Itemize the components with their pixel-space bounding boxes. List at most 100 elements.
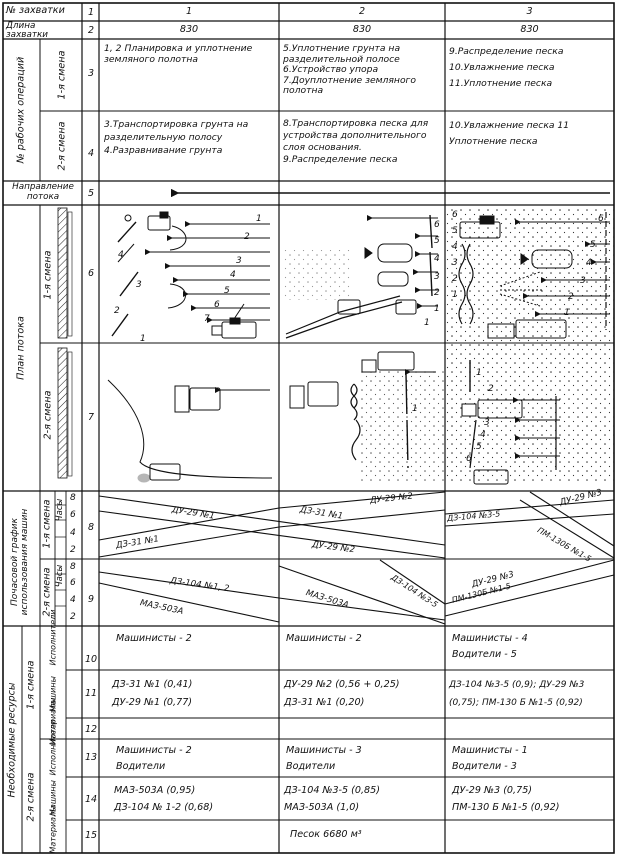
- resources-shift1-label: 1-я смена: [25, 660, 37, 710]
- row-number: 1: [87, 7, 95, 18]
- plan-number: 1: [476, 368, 482, 378]
- plan-number: 4: [452, 242, 458, 252]
- plan-number: 5: [590, 240, 596, 250]
- hour-tick: 4: [70, 528, 76, 538]
- plan-number: 2: [244, 232, 250, 242]
- ops-shift1-col3: 9.Распределение песка 10.Увлажнение песк…: [449, 46, 564, 89]
- res-s2-executors: Водители - 3: [452, 761, 517, 772]
- hour-tick: 2: [70, 612, 76, 622]
- res-s2-machine: ДУ-29 №3 (0,75): [452, 785, 533, 796]
- row-number: 7: [87, 412, 95, 423]
- plan-number: 6: [466, 454, 472, 464]
- res-s1-machine: ДЗ-31 №1 (0,20): [284, 697, 365, 708]
- res-s2-executors: Машинисты - 3: [286, 745, 362, 756]
- res-s1-executors-col2: Машинисты - 2: [286, 633, 362, 644]
- res-s2-executors: Водители: [116, 761, 166, 772]
- row-number: 5: [87, 188, 95, 199]
- row-number: 14: [84, 794, 98, 805]
- plan-number: 2: [114, 306, 120, 316]
- flow-direction-label: Направление потока: [12, 182, 74, 202]
- res-s1-executors-col1: Машинисты - 2: [116, 633, 192, 644]
- plan-number: 1: [424, 318, 430, 328]
- plan-number: 3: [580, 276, 586, 286]
- column-2-header: 2: [358, 6, 366, 17]
- plan-number: 3: [236, 256, 242, 266]
- ops-shift2-col2: 8.Транспортировка песка для устройства д…: [283, 118, 429, 165]
- worker-ops-label: № рабочих операций: [15, 56, 27, 164]
- sand-layer-texture: [360, 370, 444, 483]
- row-number: 9: [87, 594, 95, 605]
- row-number: 11: [84, 688, 98, 699]
- plan-number: 6: [434, 220, 440, 230]
- res-s2-executors: Водители: [286, 761, 336, 772]
- zakhvatka-label: № захватки: [6, 5, 65, 16]
- shift2-label: 2-я смена: [56, 121, 68, 171]
- plan-col2-shift2: [289, 351, 436, 469]
- plan-number: 3: [434, 272, 440, 282]
- res-s1-machine: ДУ-29 №2 (0,56 + 0,25): [284, 679, 400, 690]
- plan-number: 7: [204, 314, 210, 324]
- plan-number: 4: [586, 258, 592, 268]
- res-materials-col2: Песок 6680 м³: [290, 829, 362, 840]
- row-number: 4: [87, 148, 95, 159]
- plan-number: 6: [452, 210, 458, 220]
- plan-number: 1: [412, 404, 418, 414]
- hour-ticks: [55, 504, 66, 607]
- plan-number: 3: [136, 280, 142, 290]
- row-number: 2: [87, 25, 95, 36]
- hour-tick: 6: [70, 578, 76, 588]
- sand-layer-texture: [445, 207, 614, 342]
- plan-number: 1: [452, 290, 458, 300]
- plan-number: 1: [434, 304, 440, 314]
- road-section-strip: [57, 207, 68, 339]
- plan-number: 2: [434, 288, 440, 298]
- machine-schedule-lines: [98, 491, 615, 625]
- plan-number: 6: [598, 214, 604, 224]
- res-s1-machine: (0,75); ПМ-130 Б №1-5 (0,92): [449, 698, 583, 708]
- plan-number: 5: [452, 226, 458, 236]
- plan-number: 4: [480, 430, 486, 440]
- plan-shift1-label: 1-я смена: [42, 250, 54, 300]
- res-s1-machine: ДЗ-104 №3-5 (0,9); ДУ-29 №3: [449, 680, 585, 690]
- resources-label: Необходимые ресурсы: [6, 682, 18, 798]
- plan-col3-shift1: [458, 212, 610, 339]
- row-number: 15: [84, 830, 98, 841]
- flow-plan-label: План потока: [15, 316, 27, 380]
- res-s2-executors: Машинисты - 2: [116, 745, 192, 756]
- plan-shift2-label: 2-я смена: [42, 390, 54, 440]
- row-number: 6: [87, 268, 95, 279]
- length-1: 830: [179, 24, 199, 35]
- plan-number: 4: [118, 250, 124, 260]
- row-number: 3: [87, 68, 95, 79]
- plan-col1-shift2: [107, 379, 273, 483]
- res-s1-executors-col3: Машинисты - 4: [452, 633, 528, 644]
- res-s1-machine: ДЗ-31 №1 (0,41): [112, 679, 193, 690]
- plan-number: 2: [488, 384, 494, 394]
- schedule-label: Почасовой график использования машин: [10, 508, 30, 616]
- plan-number: 5: [434, 236, 440, 246]
- resources-shift2-label: 2-я смена: [25, 772, 37, 822]
- plan-number: 1: [256, 214, 262, 224]
- ops-shift2-col3: 10.Увлажнение песка 11 Уплотнение песка: [449, 120, 570, 147]
- hour-tick: 8: [70, 562, 76, 572]
- row-number: 12: [84, 724, 98, 735]
- hours-label-2: Часы: [55, 564, 65, 588]
- road-section-strip: [57, 347, 68, 479]
- res-s2-machine: МАЗ-503А (0,95): [114, 785, 196, 796]
- length-label: Длина захватки: [6, 21, 49, 40]
- ops-shift1-col1: 1, 2 Планировка и уплотнение земляного п…: [104, 43, 253, 65]
- plan-number: 1: [140, 334, 146, 344]
- plan-col3-shift2: [461, 360, 560, 485]
- length-3: 830: [520, 24, 539, 35]
- hour-tick: 6: [70, 510, 76, 520]
- schedule-shift1-label: 1-я смена: [41, 499, 53, 549]
- plan-number: 5: [476, 442, 482, 452]
- res-s2-machine: ДЗ-104 № 1-2 (0,68): [114, 802, 214, 813]
- executors-label: Исполнители: [48, 719, 58, 776]
- res-s2-executors: Машинисты - 1: [452, 745, 528, 756]
- plan-number: 3: [452, 258, 458, 268]
- plan-col1-shift1: [111, 211, 270, 339]
- res-s1-executors-col3-extra: Водители - 5: [452, 649, 517, 660]
